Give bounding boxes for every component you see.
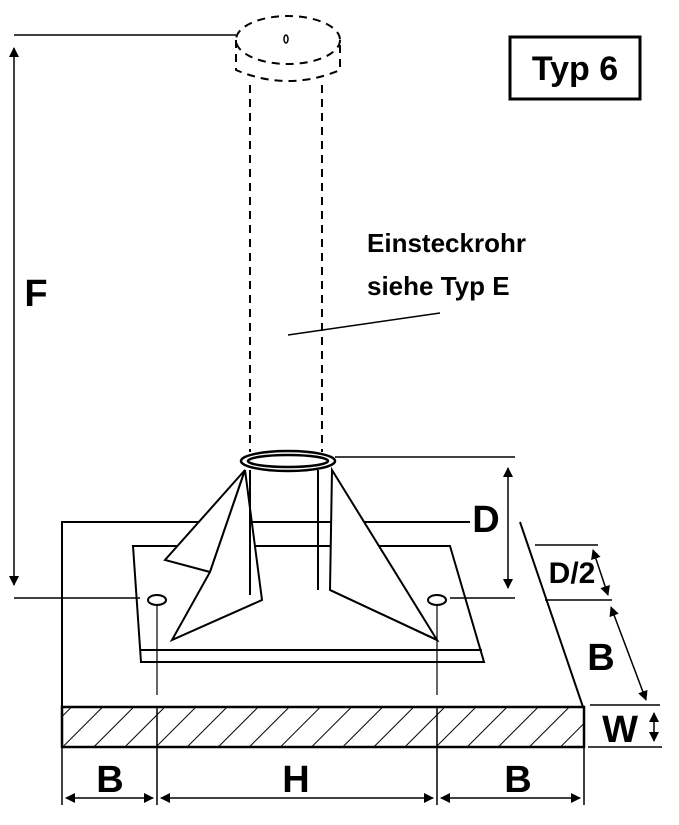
title-box: Typ 6 — [508, 35, 642, 101]
insertion-tube — [235, 15, 341, 452]
socket-ring — [239, 449, 337, 473]
dimension-w — [588, 712, 662, 748]
dim-label-h: H — [282, 759, 309, 801]
dimension-bottom — [61, 707, 585, 805]
dim-label-b-left: B — [96, 759, 123, 801]
annotation-line-1: Einsteckrohr — [367, 228, 526, 258]
annotation-leader — [287, 312, 441, 336]
annotation-line-2: siehe Typ E — [367, 271, 510, 301]
dimension-d-half — [535, 544, 612, 601]
dim-label-b-bottom-right: B — [504, 759, 531, 801]
dim-label-d-half: D/2 — [549, 557, 596, 590]
cap-hole-icon — [283, 34, 289, 44]
dim-label-f: F — [24, 273, 47, 315]
dim-label-b-right: B — [587, 637, 614, 679]
dim-label-d: D — [472, 499, 499, 541]
dim-label-w: W — [602, 709, 638, 751]
anchor-holes — [147, 594, 447, 695]
dimension-b-right — [590, 606, 660, 706]
dimension-f — [9, 34, 236, 599]
concrete-section — [60, 705, 586, 749]
dimension-d — [335, 456, 515, 599]
socket-gussets — [163, 466, 440, 643]
title-label: Typ 6 — [532, 50, 618, 88]
